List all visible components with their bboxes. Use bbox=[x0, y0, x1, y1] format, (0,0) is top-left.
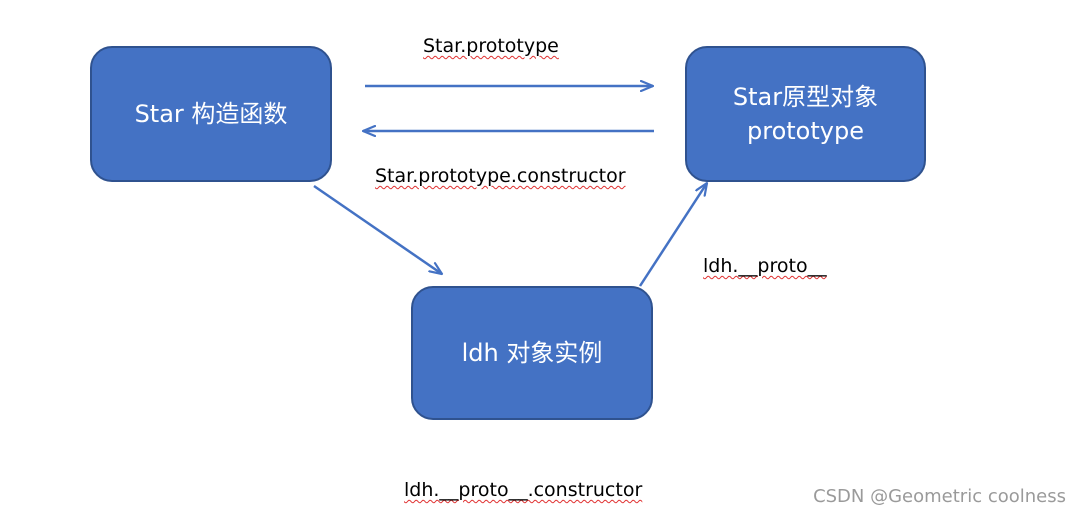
node-star-prototype-label: Star原型对象 bbox=[732, 83, 879, 111]
arrow-constructor-to-instance bbox=[313, 184, 442, 274]
edge-label-star-prototype: Star.prototype bbox=[423, 35, 559, 57]
edge-label-ldh-proto-constructor: ldh.__proto__.constructor bbox=[404, 479, 643, 501]
node-star-constructor: Star 构造函数 bbox=[90, 46, 332, 182]
edge-label-prototype-constructor: Star.prototype.constructor bbox=[375, 165, 626, 187]
node-star-constructor-label: Star 构造函数 bbox=[134, 100, 288, 128]
node-star-prototype-label-2: prototype bbox=[747, 117, 864, 145]
node-star-prototype: Star原型对象 prototype bbox=[685, 46, 926, 182]
edge-label-ldh-proto: ldh.__proto__ bbox=[703, 255, 827, 277]
arrow-instance-to-prototype bbox=[638, 183, 707, 287]
node-ldh-instance-label: ldh 对象实例 bbox=[461, 339, 603, 367]
node-ldh-instance: ldh 对象实例 bbox=[411, 286, 653, 420]
watermark: CSDN @Geometric coolness bbox=[813, 486, 1066, 507]
